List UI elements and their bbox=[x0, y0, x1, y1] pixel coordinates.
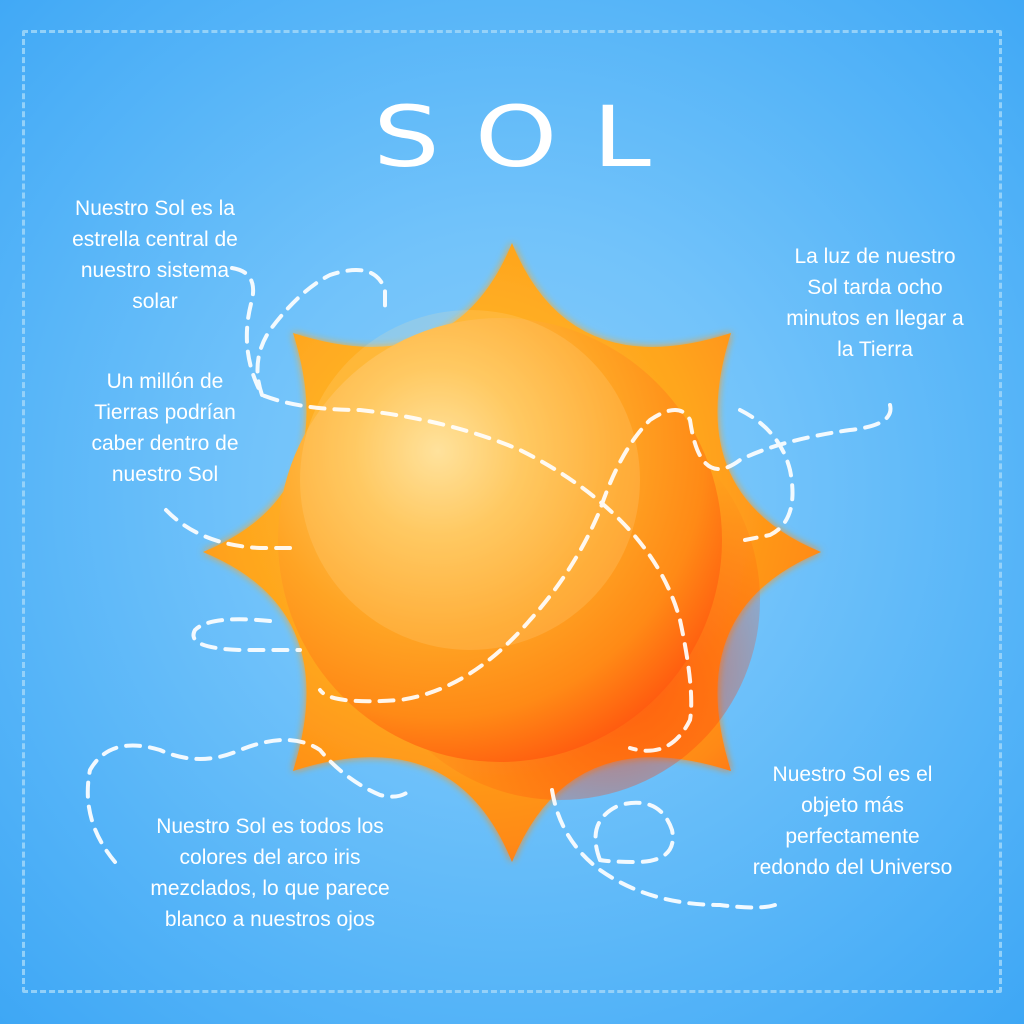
dashed-line-rainbow bbox=[85, 738, 412, 864]
fact-line: nuestro sistema bbox=[80, 259, 230, 282]
decorative-dashed-lines bbox=[85, 266, 893, 910]
fact-line: nuestro Sol bbox=[111, 463, 219, 486]
fact-line: blanco a nuestros ojos bbox=[164, 908, 376, 931]
fact-line: La luz de nuestro bbox=[794, 245, 956, 268]
fact-central-star: Nuestro Sol es la estrella central de nu… bbox=[20, 193, 290, 317]
fact-line: Nuestro Sol es el bbox=[772, 763, 933, 786]
fact-most-round: Nuestro Sol es el objeto más perfectamen… bbox=[715, 759, 990, 883]
sun-ball bbox=[278, 318, 722, 762]
fact-rainbow-colors: Nuestro Sol es todos los colores del arc… bbox=[115, 811, 425, 935]
dashed-line-light-travel bbox=[318, 403, 893, 704]
dashed-line-small-loop bbox=[593, 800, 675, 865]
fact-line: mezclados, lo que parece bbox=[150, 877, 390, 900]
dashed-line-loop-top bbox=[255, 268, 387, 397]
fact-line: Un millón de bbox=[106, 370, 224, 393]
fact-million-earths: Un millón de Tierras podrían caber dentr… bbox=[45, 366, 285, 490]
dashed-line-right-loop bbox=[738, 408, 795, 542]
fact-line: Nuestro Sol es la bbox=[75, 197, 235, 220]
fact-line: perfectamente bbox=[785, 825, 920, 848]
fact-line: caber dentro de bbox=[91, 432, 239, 455]
fact-line: minutos en llegar a bbox=[786, 307, 964, 330]
fact-line: objeto más bbox=[801, 794, 904, 817]
dashed-frame-border bbox=[22, 30, 1002, 993]
fact-line: Nuestro Sol es todos los bbox=[156, 815, 384, 838]
page-title: SOL bbox=[373, 88, 686, 186]
fact-line: la Tierra bbox=[837, 338, 913, 361]
fact-light-travel: La luz de nuestro Sol tarda ocho minutos… bbox=[745, 241, 1005, 365]
dashed-line-central-star bbox=[230, 266, 694, 753]
dashed-line-most-round bbox=[550, 788, 777, 910]
fact-line: Sol tarda ocho bbox=[807, 276, 943, 299]
sun-highlight bbox=[300, 310, 640, 650]
dashed-line-million-earths bbox=[164, 508, 292, 550]
fact-line: solar bbox=[132, 290, 178, 313]
fact-line: Tierras podrían bbox=[94, 401, 236, 424]
fact-line: estrella central de bbox=[72, 228, 238, 251]
fact-line: colores del arco iris bbox=[179, 846, 361, 869]
dashed-line-left-loop bbox=[191, 617, 302, 652]
fact-line: redondo del Universo bbox=[752, 856, 953, 879]
